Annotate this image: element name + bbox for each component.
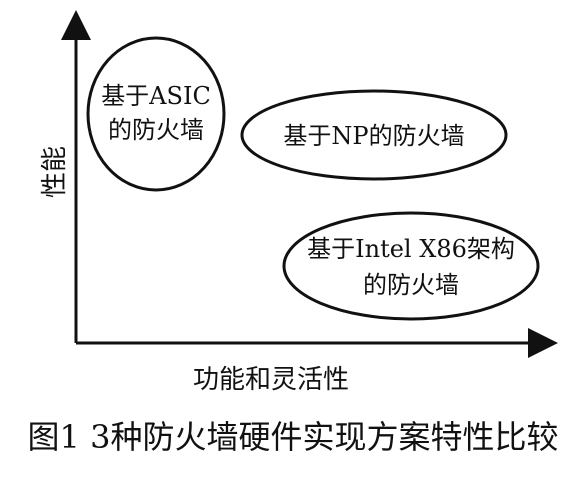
np-ellipse [240,89,508,181]
intel-label-line1: 基于Intel X86架构 [307,235,515,263]
figure-caption: 图1 3种防火墙硬件实现方案特性比较 [28,418,559,456]
intel-node: 基于Intel X86架构 的防火墙 [282,211,540,321]
x-axis-label: 功能和灵活性 [193,365,349,395]
asic-node: 基于ASIC 的防火墙 [86,36,226,192]
np-node: 基于NP的防火墙 [240,89,508,181]
intel-label-line2: 的防火墙 [363,271,459,299]
asic-label-line1: 基于ASIC [101,82,211,110]
asic-label-line2: 的防火墙 [108,116,204,144]
asic-ellipse [86,36,226,192]
np-label: 基于NP的防火墙 [283,122,464,150]
intel-ellipse [282,211,540,321]
axes [61,10,558,358]
y-axis-label: 性能 [40,146,70,198]
